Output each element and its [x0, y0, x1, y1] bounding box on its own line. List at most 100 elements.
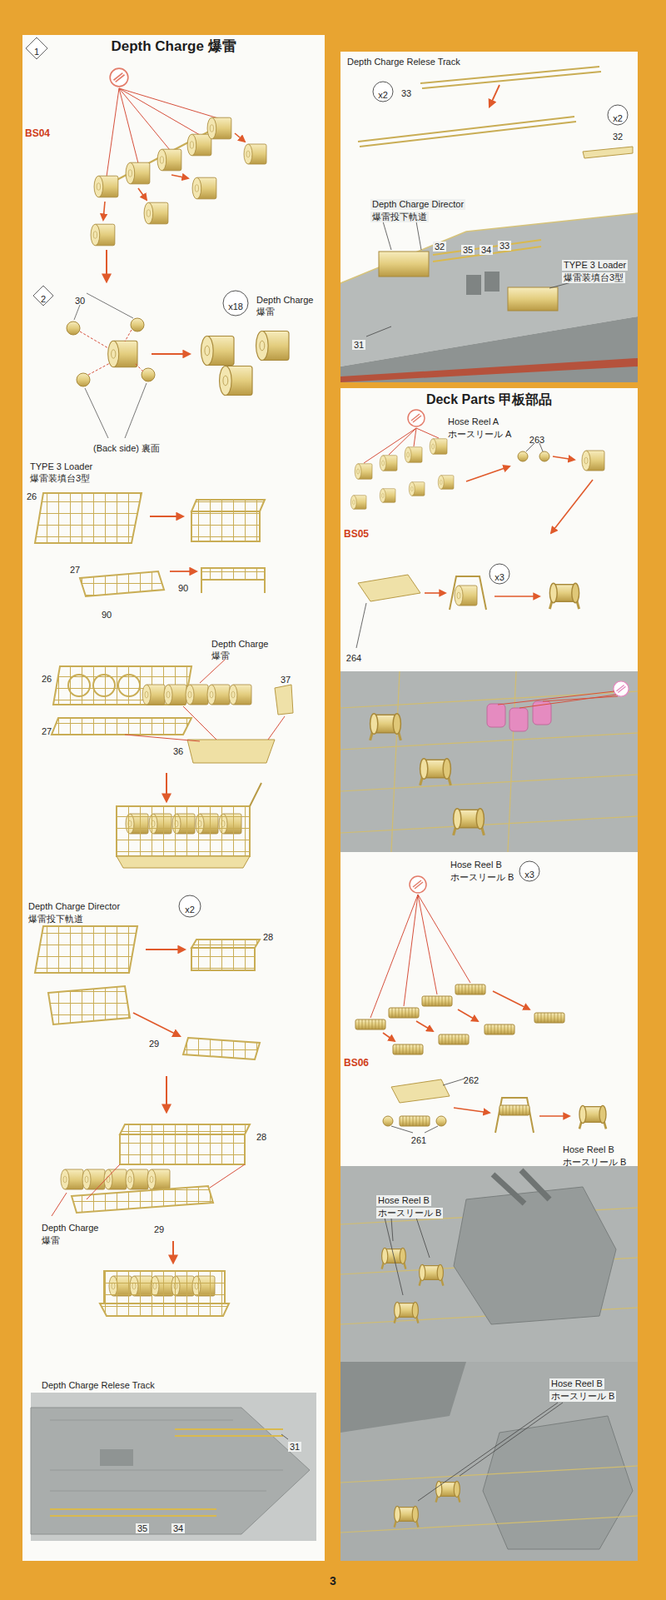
art-circle: [118, 674, 140, 696]
panel-heading: Deck Parts 甲板部品: [340, 391, 638, 408]
art-polygon: [201, 567, 265, 580]
art-g: [103, 133, 245, 220]
art-path: [165, 1075, 168, 1112]
photo-callout: 31: [352, 339, 366, 351]
art-ellipse: [539, 451, 550, 462]
art-path: [420, 66, 602, 89]
art-path: [149, 515, 184, 517]
art-path: [74, 293, 134, 320]
art-polygon: [340, 357, 638, 383]
art-path: [370, 894, 471, 1018]
art-path: [424, 591, 446, 594]
art-path: [449, 576, 487, 610]
art-use: [157, 149, 182, 171]
art-use: [243, 144, 267, 165]
art-use: [437, 475, 454, 490]
art-use: [187, 134, 212, 156]
art-use: [207, 117, 232, 140]
callout-number: 32: [612, 131, 623, 143]
art-circle: [607, 104, 628, 125]
label-holder: 90: [101, 606, 112, 622]
label-holder: (Back side) 裏面: [93, 439, 160, 455]
art-ellipse: [517, 451, 528, 462]
callout-number: Depth Charge: [211, 638, 269, 650]
label-holder: 爆雷投下軌道: [28, 909, 84, 925]
art-path: [171, 174, 189, 179]
art-ellipse: [66, 321, 80, 335]
panel: Depth Charge 爆雷: [22, 34, 325, 1561]
label-holder: BS06: [343, 1053, 369, 1069]
art-path: [357, 116, 577, 147]
label-holder: 36: [173, 742, 184, 758]
art-use: [82, 1168, 105, 1189]
label-holder: BS04: [24, 124, 50, 140]
art-polygon: [119, 1133, 245, 1164]
label-holder: 33: [497, 237, 512, 253]
callout-number: 爆雷: [41, 1234, 60, 1246]
label-holder: ホースリール B: [450, 868, 514, 884]
art-use: [438, 1033, 469, 1044]
art-path: [363, 427, 439, 463]
label-holder: 爆雷: [41, 1231, 60, 1247]
callout-number: x18: [228, 301, 244, 313]
label-holder: BS05: [343, 525, 369, 541]
part-code: BS05: [343, 528, 369, 541]
callout-number: Hose Reel B: [562, 1143, 615, 1155]
art-polygon: [71, 1185, 214, 1213]
art-use: [579, 1104, 607, 1129]
label-holder: Depth Charge: [41, 1218, 100, 1234]
art-use: [207, 684, 230, 705]
photo-callout: TYPE 3 Loader: [561, 259, 628, 271]
art-path: [25, 37, 48, 60]
photo-callout: 34: [171, 1522, 185, 1534]
art-use: [404, 447, 423, 463]
art-rect: [22, 34, 325, 1561]
photo-callout: Hose Reel B: [549, 1377, 605, 1389]
art-use: [407, 409, 425, 427]
label-holder: 262: [463, 1071, 479, 1087]
art-use: [147, 1168, 170, 1189]
callout-number: 26: [26, 491, 37, 502]
art-path: [494, 595, 540, 597]
art-circle: [223, 290, 249, 316]
art-rect: [104, 1270, 225, 1303]
stern-photo: [340, 213, 638, 383]
art-path: [49, 1428, 284, 1516]
art-path: [551, 479, 593, 533]
photo-callout: 爆雷装填台3型: [561, 272, 626, 284]
label-holder: Depth Charge: [256, 291, 314, 307]
callout-number: 27: [41, 725, 52, 737]
label-holder: Hose Reel A: [447, 412, 499, 428]
art-polygon: [30, 1406, 310, 1534]
label-holder: 34: [171, 1519, 185, 1535]
art-polygon: [116, 855, 250, 868]
art-circle: [68, 674, 90, 696]
art-use: [399, 1115, 430, 1126]
label-holder: 爆雷装填台3型: [561, 268, 626, 284]
label-holder: Depth Charge Director: [370, 195, 466, 211]
art-polygon: [119, 1123, 250, 1134]
callout-number: x2: [377, 89, 388, 101]
callout-number: 36: [173, 745, 184, 757]
callout-number: 33: [401, 88, 412, 100]
art-path: [106, 88, 219, 177]
art-rect: [484, 271, 500, 292]
art-path: [169, 570, 197, 572]
art-use: [534, 1012, 565, 1023]
art-path: [249, 782, 262, 806]
label-holder: 26: [41, 670, 52, 686]
label-holder: 35: [135, 1519, 150, 1535]
callout-number: TYPE 3 Loader: [29, 461, 93, 473]
art-polygon: [79, 571, 165, 597]
art-use: [164, 684, 187, 705]
art-path: [384, 1217, 430, 1295]
callout-number: x3: [524, 869, 535, 880]
label-holder: 31: [288, 1437, 302, 1453]
art-use: [60, 1168, 84, 1189]
label-holder: Hose Reel B: [562, 1140, 615, 1156]
label-holder: Depth Charge Relese Track: [41, 1376, 155, 1392]
label-holder: 30: [74, 292, 85, 308]
art-ellipse: [130, 318, 145, 332]
art-use: [185, 684, 209, 705]
